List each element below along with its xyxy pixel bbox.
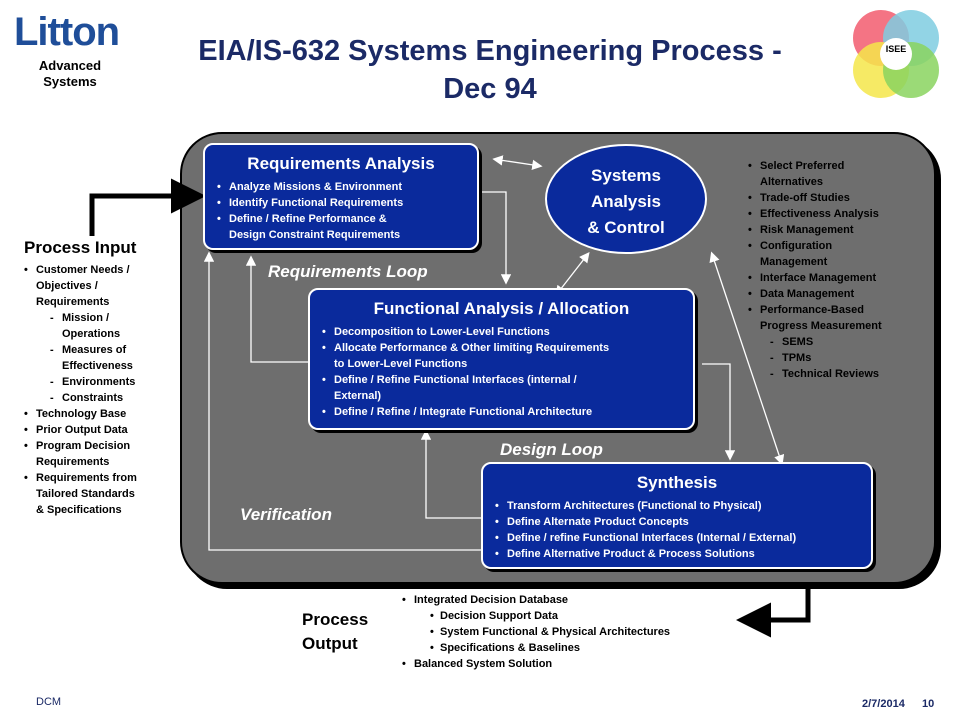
list-item: Operations <box>62 328 121 340</box>
list-item: Data Management <box>748 286 948 302</box>
list-item: Management <box>760 256 828 268</box>
list-item: Balanced System Solution <box>402 656 742 672</box>
process-output-arrow <box>736 582 811 638</box>
list-item: to Lower-Level Functions <box>334 358 468 370</box>
logo-sub-line-2: Systems <box>43 74 97 89</box>
isee-label: ISEE <box>885 44 907 54</box>
list-item: Specifications & Baselines <box>402 640 742 656</box>
list-item: Requirements <box>36 456 110 468</box>
isee-logo-icon <box>853 10 939 98</box>
list-item: Mission / <box>24 310 174 326</box>
title-line-2: Dec 94 <box>443 73 537 105</box>
list-item: Select Preferred <box>748 158 948 174</box>
list-item: & Specifications <box>36 504 122 516</box>
list-item: Objectives / <box>36 280 98 292</box>
process-output-line-2: Output <box>302 634 358 653</box>
list-item: Configuration <box>748 238 948 254</box>
functional-analysis-box: Functional Analysis / Allocation Decompo… <box>308 288 695 430</box>
requirements-analysis-title: Requirements Analysis <box>247 154 435 173</box>
process-output-line-1: Process <box>302 610 369 629</box>
litton-logo: Litton <box>14 10 120 54</box>
footer-date: 2/7/2014 <box>862 698 905 710</box>
verification-label: Verification <box>240 505 332 524</box>
list-item: External) <box>334 390 382 402</box>
synthesis-title: Synthesis <box>636 473 718 492</box>
list-item: Risk Management <box>748 222 948 238</box>
list-item: Allocate Performance & Other limiting Re… <box>320 340 683 356</box>
list-item: Decision Support Data <box>402 608 742 624</box>
list-item: Decomposition to Lower-Level Functions <box>320 324 683 340</box>
list-item: Constraints <box>24 390 174 406</box>
requirements-loop-arrow <box>245 255 308 363</box>
isee-center <box>880 38 912 70</box>
fa-to-synthesis-arrow <box>702 363 736 461</box>
list-item: Define Alternative Product & Process Sol… <box>493 546 861 562</box>
list-item: Alternatives <box>760 176 823 188</box>
title-line-1: EIA/IS-632 Systems Engineering Process - <box>198 35 782 67</box>
list-item: Integrated Decision Database <box>402 592 742 608</box>
footer-left: DCM <box>36 696 62 708</box>
requirements-loop-label: Requirements Loop <box>268 262 428 281</box>
list-item: Progress Measurement <box>760 320 882 332</box>
process-output-title: Process Output <box>302 608 382 656</box>
list-item: System Functional & Physical Architectur… <box>402 624 742 640</box>
page-title: EIA/IS-632 Systems Engineering Process -… <box>150 32 830 108</box>
list-item: Measures of <box>24 342 174 358</box>
requirements-analysis-box: Requirements Analysis Analyze Missions &… <box>203 143 479 250</box>
sac-line-3: & Control <box>587 218 665 237</box>
design-loop-arrow <box>420 429 482 519</box>
list-item: Requirements <box>36 296 110 308</box>
sac-line-2: Analysis <box>591 192 661 211</box>
systems-analysis-control-oval: Systems Analysis & Control <box>545 144 707 254</box>
list-item: Define / refine Functional Interfaces (I… <box>493 530 861 546</box>
list-item: Environments <box>24 374 174 390</box>
synthesis-box: Synthesis Transform Architectures (Funct… <box>481 462 873 569</box>
list-item: Define / Refine / Integrate Functional A… <box>320 404 683 420</box>
ra-sac-arrow <box>492 155 543 170</box>
list-item: Performance-Based <box>748 302 948 318</box>
process-input-title: Process Input <box>24 238 137 257</box>
list-item: Technical Reviews <box>748 366 948 382</box>
list-item: Requirements from <box>24 470 174 486</box>
list-item: Customer Needs / <box>24 262 174 278</box>
requirements-analysis-list: Analyze Missions & Environment Identify … <box>215 179 467 243</box>
list-item: TPMs <box>748 350 948 366</box>
list-item: Prior Output Data <box>24 422 174 438</box>
analysis-control-list: Select Preferred Alternatives Trade-off … <box>748 158 948 382</box>
list-item: Program Decision <box>24 438 174 454</box>
sac-line-1: Systems <box>591 166 661 185</box>
list-item: Effectiveness Analysis <box>748 206 948 222</box>
verification-arrow <box>203 251 482 551</box>
synthesis-sac-arrow <box>709 251 785 466</box>
list-item: SEMS <box>748 334 948 350</box>
ra-to-fa-arrow <box>478 191 512 285</box>
footer-page-number: 10 <box>922 698 935 710</box>
list-item: Technology Base <box>24 406 174 422</box>
list-item: Tailored Standards <box>36 488 135 500</box>
list-item: Interface Management <box>748 270 948 286</box>
process-output-list: Integrated Decision Database Decision Su… <box>402 592 742 672</box>
list-item: Trade-off Studies <box>748 190 948 206</box>
process-input-list: Customer Needs / Objectives / Requiremen… <box>24 262 174 518</box>
fa-sac-arrow <box>555 251 590 297</box>
list-item: Define / Refine Performance & <box>215 211 467 227</box>
logo-subtitle: Advanced Systems <box>30 58 110 90</box>
process-input-arrow <box>89 178 206 236</box>
functional-analysis-title: Functional Analysis / Allocation <box>373 299 630 318</box>
list-item: Analyze Missions & Environment <box>215 179 467 195</box>
functional-analysis-list: Decomposition to Lower-Level Functions A… <box>320 324 683 420</box>
synthesis-list: Transform Architectures (Functional to P… <box>493 498 861 562</box>
logo-sub-line-1: Advanced <box>38 58 102 73</box>
list-item: Define / Refine Functional Interfaces (i… <box>320 372 683 388</box>
list-item: Design Constraint Requirements <box>229 229 401 241</box>
list-item: Effectiveness <box>62 360 133 372</box>
list-item: Transform Architectures (Functional to P… <box>493 498 861 514</box>
list-item: Identify Functional Requirements <box>215 195 467 211</box>
list-item: Define Alternate Product Concepts <box>493 514 861 530</box>
design-loop-label: Design Loop <box>500 440 603 459</box>
